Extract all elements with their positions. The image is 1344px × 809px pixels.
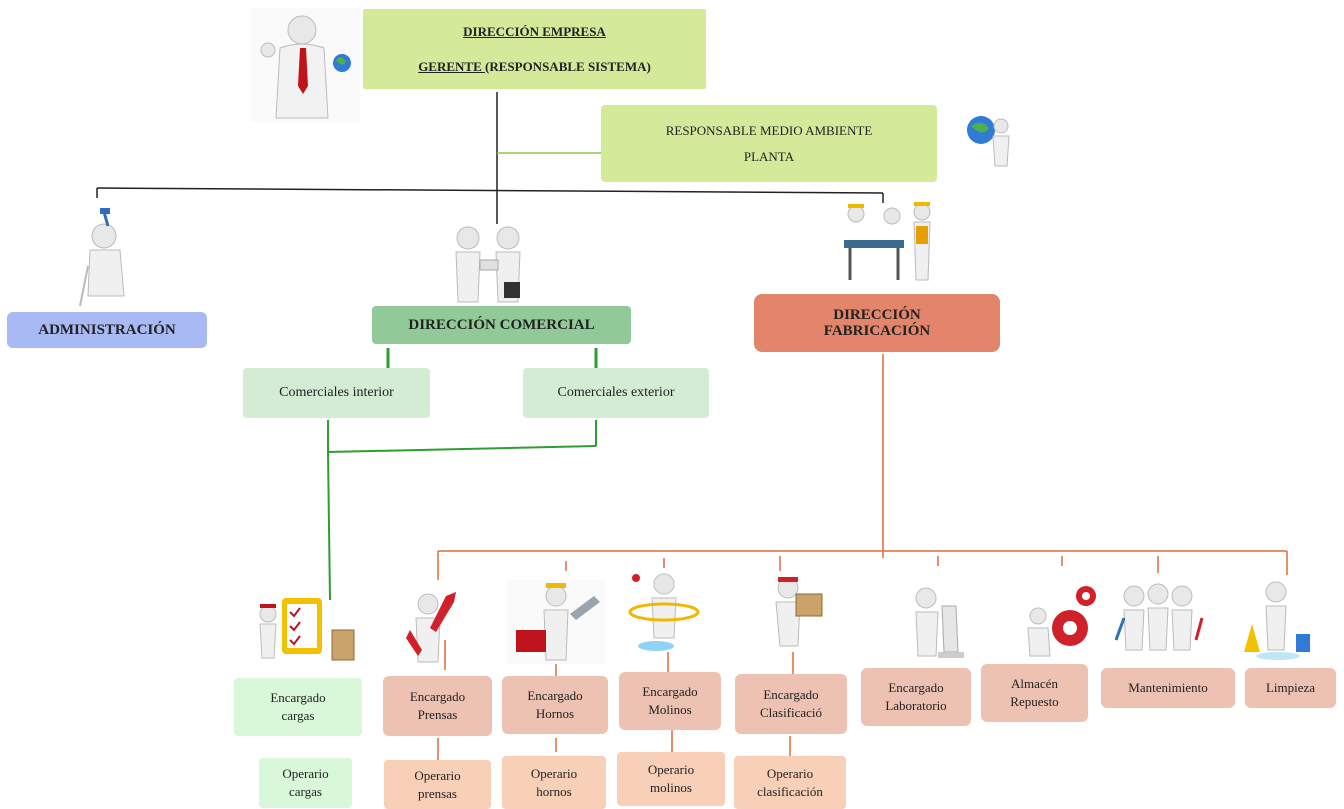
operator-molinos-box: Operario molinos xyxy=(617,752,725,806)
cleaning-box: Limpieza xyxy=(1245,668,1336,708)
cleaning-person-icon xyxy=(1244,581,1310,660)
spare-parts-warehouse-box: Almacén Repuesto xyxy=(981,664,1088,722)
operator-prensas-box: Operario prensas xyxy=(384,760,491,809)
maintenance-box: Mantenimiento xyxy=(1101,668,1235,708)
manager-laboratorio-box: Encargado Laboratorio xyxy=(861,668,971,726)
manager-label: GERENTE (RESPONSABLE SISTEMA) xyxy=(418,58,651,74)
clipboard-checklist-icon xyxy=(259,598,355,661)
manager-cargas-box: Encargado cargas xyxy=(234,678,362,736)
microscope-person-icon xyxy=(915,587,964,658)
operator-cargas-box: Operario cargas xyxy=(259,758,352,808)
operator-clasificacion-box: Operario clasificación xyxy=(734,756,846,809)
person-globe-icon xyxy=(967,116,1010,167)
manager-prensas-box: Encargado Prensas xyxy=(383,676,492,736)
manager-clasificacion-box: Encargado Clasificació xyxy=(735,674,847,734)
administration-box: ADMINISTRACIÓN xyxy=(7,312,207,348)
manager-molinos-box: Encargado Molinos xyxy=(619,672,721,730)
commercial-direction-box: DIRECCIÓN COMERCIAL xyxy=(372,306,631,344)
toolbox-worker-icon xyxy=(506,580,606,664)
operator-hornos-box: Operario hornos xyxy=(502,756,606,809)
company-direction-title: DIRECCIÓN EMPRESA xyxy=(463,23,606,39)
gears-person-icon xyxy=(1027,586,1096,657)
handshake-icon xyxy=(455,226,521,303)
manager-hornos-box: Encargado Hornos xyxy=(502,676,608,734)
hula-hoop-person-icon xyxy=(628,573,700,651)
environment-responsible-box: RESPONSABLE MEDIO AMBIENTE PLANTA xyxy=(601,105,937,182)
company-direction-box: DIRECCIÓN EMPRESA GERENTE (RESPONSABLE S… xyxy=(363,9,706,89)
business-man-globe-icon xyxy=(250,8,360,122)
engineers-meeting-icon xyxy=(844,202,931,281)
manufacturing-direction-box: DIRECCIÓN FABRICACIÓN xyxy=(754,294,1000,352)
commercial-interior-box: Comerciales interior xyxy=(243,368,430,418)
box-carrier-icon xyxy=(775,577,823,647)
phone-person-icon xyxy=(79,208,125,307)
wrench-person-icon xyxy=(406,592,456,663)
maintenance-team-icon xyxy=(1114,583,1204,651)
commercial-exterior-box: Comerciales exterior xyxy=(523,368,709,418)
